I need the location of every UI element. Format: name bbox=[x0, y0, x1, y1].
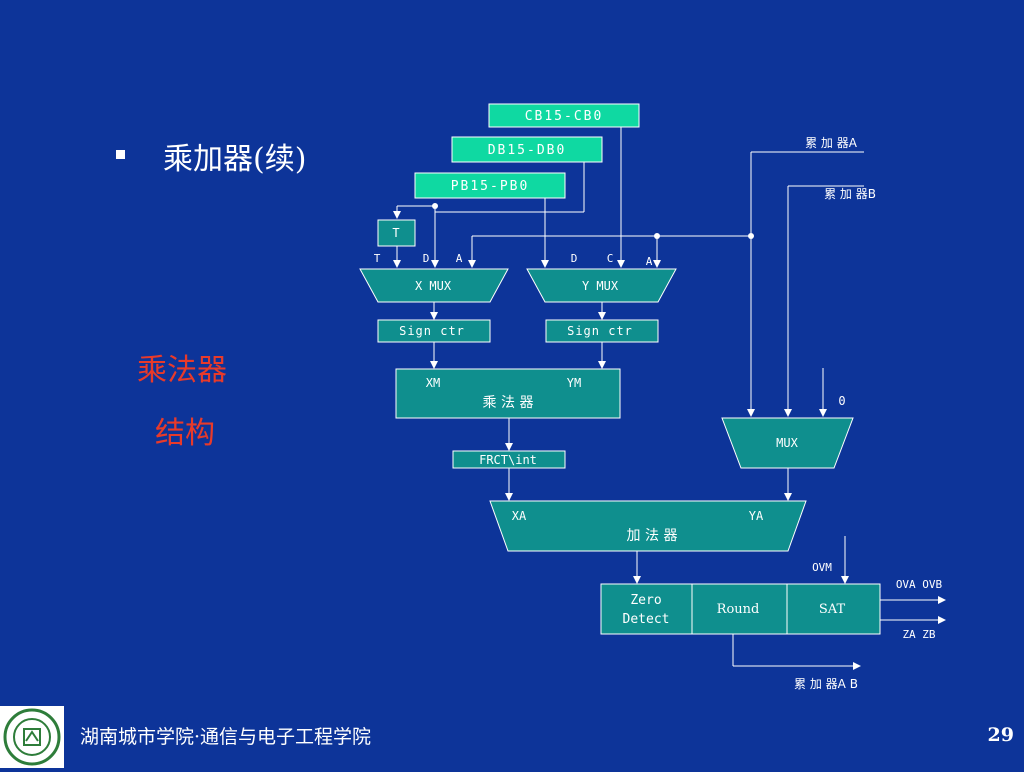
mux-zero-input: 0 bbox=[838, 394, 845, 408]
sign-ctr-left-label: Sign ctr bbox=[399, 324, 465, 338]
cb-bus-box bbox=[488, 103, 640, 128]
zero-detect-line2: Detect bbox=[623, 612, 670, 627]
multiplier-ym: YM bbox=[567, 376, 581, 390]
zero-detect-line1: Zero bbox=[630, 593, 661, 608]
t-register bbox=[377, 219, 416, 247]
bullet-icon bbox=[116, 150, 125, 159]
university-logo bbox=[0, 706, 64, 768]
right-mux-label: MUX bbox=[776, 436, 798, 450]
x-mux-input-a: A bbox=[456, 252, 463, 265]
zero-detect-box bbox=[600, 583, 693, 635]
ova-ovb-label: OVA OVB bbox=[896, 578, 943, 591]
acc-b-label: 累 加 器B bbox=[824, 187, 876, 201]
side-label-structure: 结构 bbox=[155, 416, 215, 451]
acc-a-label: 累 加 器A bbox=[805, 136, 858, 150]
sign-ctr-right bbox=[545, 319, 659, 343]
round-box bbox=[691, 583, 788, 635]
x-mux-input-d: D bbox=[423, 252, 430, 265]
right-mux bbox=[721, 417, 854, 469]
pb-bus-box bbox=[414, 172, 566, 199]
sat-box bbox=[786, 583, 881, 635]
t-register-label: T bbox=[392, 226, 399, 240]
za-zb-label: ZA ZB bbox=[902, 628, 935, 641]
db-bus-box bbox=[451, 136, 603, 163]
junction-dot bbox=[748, 233, 754, 239]
page-number: 29 bbox=[987, 724, 1014, 746]
x-mux bbox=[359, 268, 509, 303]
adder-name: 加 法 器 bbox=[627, 528, 678, 544]
university-seal-icon bbox=[3, 708, 61, 766]
y-mux bbox=[526, 268, 677, 303]
x-mux-input-t: T bbox=[374, 252, 381, 265]
cb-bus-label: CB15-CB0 bbox=[525, 109, 604, 124]
adder-ya: YA bbox=[749, 509, 764, 523]
junction-dot bbox=[654, 233, 660, 239]
multiplier-box bbox=[395, 368, 621, 419]
ovm-label: OVM bbox=[812, 561, 832, 574]
multiplier-xm: XM bbox=[426, 376, 440, 390]
sat-label: SAT bbox=[819, 602, 846, 617]
frct-box bbox=[452, 450, 566, 469]
sign-ctr-right-label: Sign ctr bbox=[567, 324, 633, 338]
footer-institution: 湖南城市学院·通信与电子工程学院 bbox=[80, 726, 372, 748]
y-mux-input-c: C bbox=[607, 252, 614, 265]
db-bus-label: DB15-DB0 bbox=[488, 143, 567, 158]
y-mux-input-a: A bbox=[646, 255, 653, 268]
adder-xa: XA bbox=[512, 509, 527, 523]
x-mux-label: X MUX bbox=[415, 279, 452, 293]
y-mux-label: Y MUX bbox=[582, 279, 619, 293]
round-label: Round bbox=[717, 602, 760, 617]
multiplier-name: 乘 法 器 bbox=[483, 395, 534, 411]
acc-ab-out-label: 累 加 器A B bbox=[794, 677, 858, 691]
y-mux-input-d: D bbox=[571, 252, 578, 265]
frct-label: FRCT\int bbox=[479, 453, 537, 467]
pb-bus-label: PB15-PB0 bbox=[451, 179, 530, 194]
slide-title: 乘加器(续) bbox=[163, 142, 307, 177]
adder bbox=[489, 500, 807, 552]
bus-lines bbox=[393, 127, 946, 670]
side-label-multiplier: 乘法器 bbox=[137, 353, 227, 388]
sign-ctr-left bbox=[377, 319, 491, 343]
junction-dot bbox=[432, 203, 438, 209]
